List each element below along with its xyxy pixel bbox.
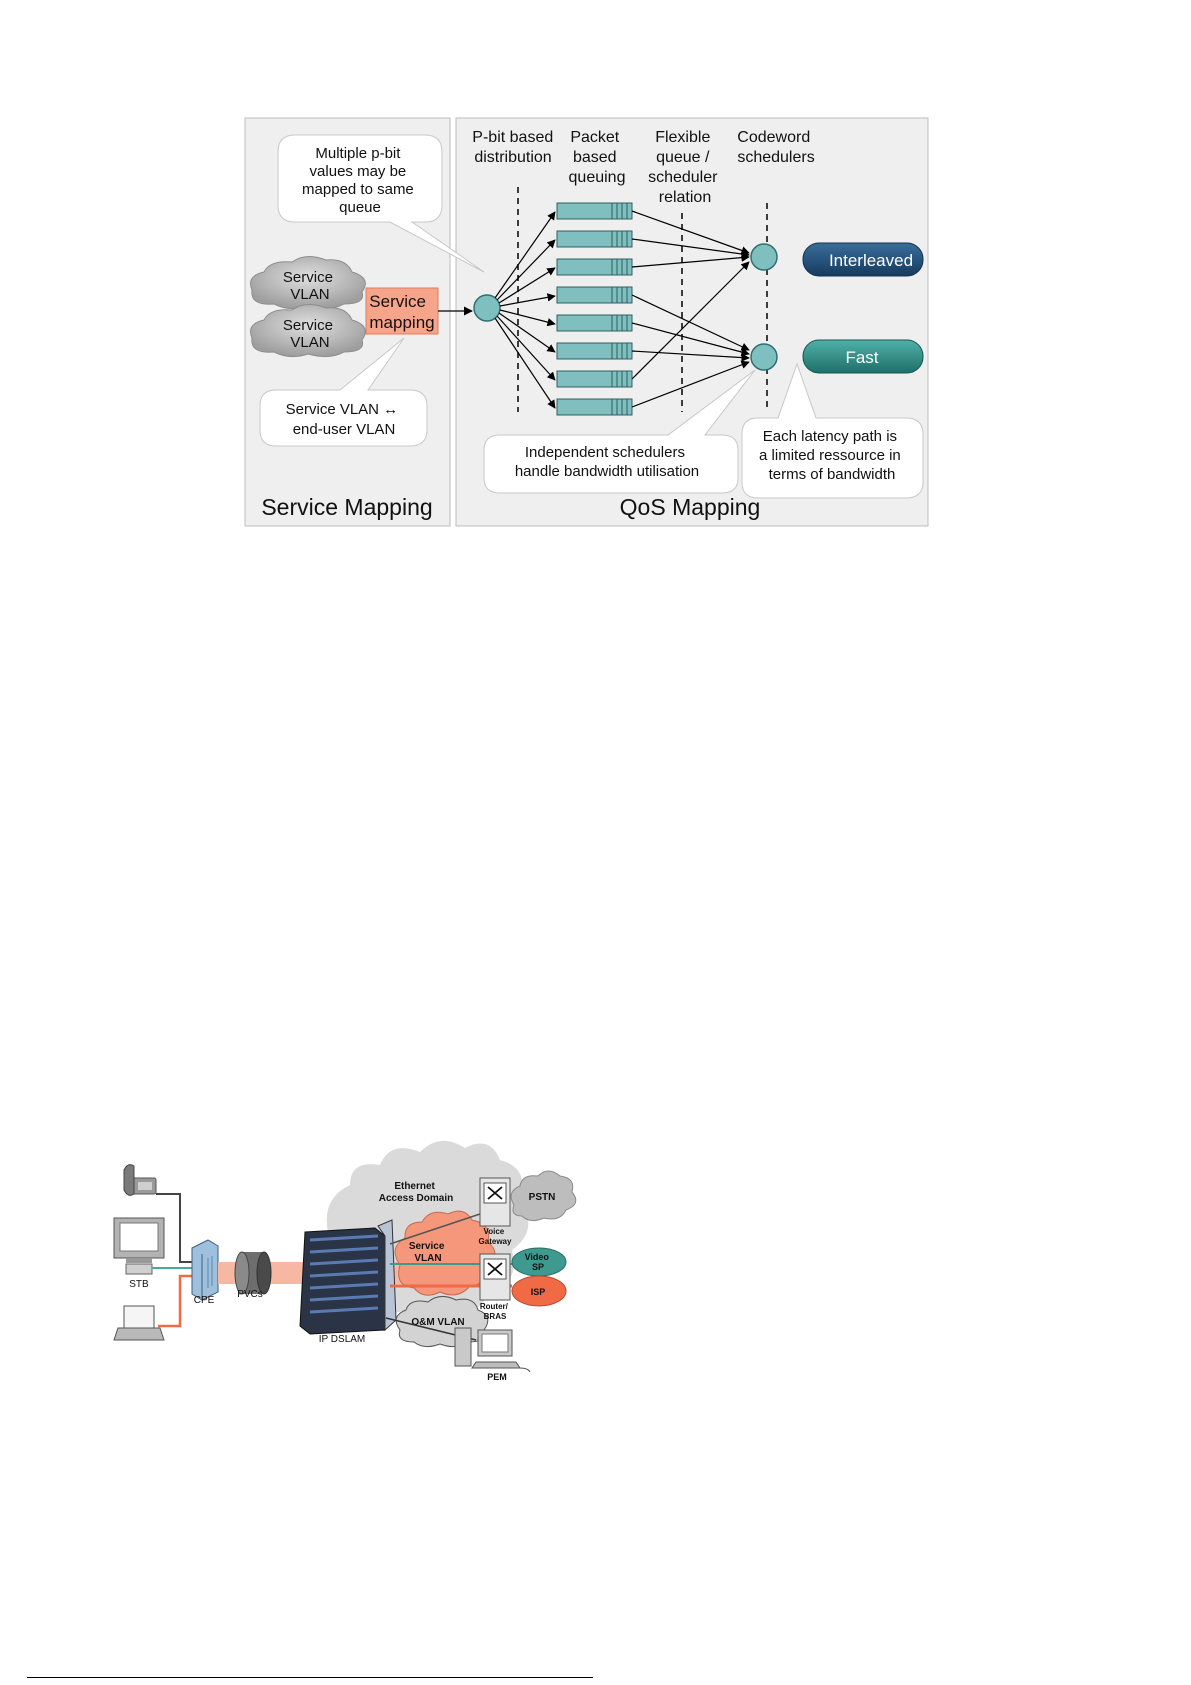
television-icon xyxy=(113,1217,165,1263)
service-vlan-cloud-1: Service VLAN xyxy=(250,256,366,310)
router-bras-icon xyxy=(479,1253,511,1301)
voice-gateway-label: Voice Gateway xyxy=(479,1227,512,1246)
packet-header: Packet based queuing xyxy=(569,129,626,186)
service-mapping-box-label: Service mapping xyxy=(369,292,434,332)
distribution-arrows xyxy=(494,211,556,409)
queue xyxy=(556,314,633,332)
vlan-map-callout xyxy=(259,337,428,447)
cpe-device-icon xyxy=(191,1239,219,1301)
queue xyxy=(556,286,633,304)
vlan-map-callout-text: Service VLAN ↔ end-user VLAN xyxy=(286,401,403,438)
multiple-pbit-callout xyxy=(277,134,485,273)
pem-label: PEM xyxy=(487,1372,507,1382)
phone-link xyxy=(156,1193,196,1263)
pvc-tunnel-icon xyxy=(234,1251,272,1295)
svg-text:Service VLAN: Service VLAN xyxy=(409,1241,447,1264)
interleaved-path: Interleaved xyxy=(802,242,924,277)
om-vlan-label: O&M VLAN xyxy=(411,1317,464,1328)
queue xyxy=(556,370,633,388)
telephone-icon xyxy=(123,1164,157,1196)
ip-dslam-label: IP DSLAM xyxy=(319,1334,366,1345)
ethernet-access-domain-label: Ethernet Access Domain xyxy=(379,1181,453,1204)
pstn-label: PSTN xyxy=(529,1192,556,1203)
queue-to-scheduler-arrows xyxy=(631,210,750,408)
flexible-header: Flexible queue / scheduler relation xyxy=(648,129,722,206)
voice-link xyxy=(389,1213,481,1245)
service-mapping-title: Service Mapping xyxy=(261,494,432,520)
codeword-header: Codeword schedulers xyxy=(737,129,814,166)
cpe-label: CPE xyxy=(194,1295,215,1306)
queue xyxy=(556,202,633,220)
network-figure: Ethernet Access Domain STB xyxy=(113,1140,577,1382)
multiple-pbit-callout-text: Multiple p-bit values may be mapped to s… xyxy=(302,145,418,216)
laptop-link xyxy=(158,1274,196,1328)
stb-label: STB xyxy=(129,1279,149,1290)
independent-callout xyxy=(483,369,756,494)
qos-mapping-title: QoS Mapping xyxy=(620,494,761,520)
pbit-header: P-bit based distribution xyxy=(472,129,557,166)
pvcs-label: PVCs xyxy=(237,1289,263,1300)
queue xyxy=(556,342,633,360)
queue xyxy=(556,398,633,416)
interleaved-label: Interleaved xyxy=(829,251,913,270)
service-vlan-cloud-2: Service VLAN xyxy=(250,304,366,358)
svg-text:Service VLAN: Service VLAN xyxy=(283,317,337,351)
footnote-rule xyxy=(27,1677,593,1678)
voice-gateway-icon xyxy=(479,1177,511,1227)
isp-label: ISP xyxy=(531,1287,546,1297)
service-vlan-cloud: Service VLAN xyxy=(394,1210,496,1296)
router-bras-label: Router/ BRAS xyxy=(480,1302,510,1321)
laptop-icon xyxy=(113,1305,165,1341)
independent-callout-text: Independent schedulers handle bandwidth … xyxy=(515,444,699,480)
set-top-box-icon xyxy=(125,1263,153,1275)
interleaved-scheduler-node xyxy=(750,243,778,271)
svg-text:Video SP: Video SP xyxy=(525,1252,552,1272)
fast-path: Fast xyxy=(802,339,924,374)
fast-label: Fast xyxy=(845,348,878,367)
svg-text:Service VLAN: Service VLAN xyxy=(283,269,337,303)
qos-figure: Service Mapping QoS Mapping P-bit based … xyxy=(244,117,929,527)
isp-cloud: ISP xyxy=(511,1275,567,1307)
video-sp-cloud: Video SP xyxy=(511,1247,567,1277)
pstn-cloud: PSTN xyxy=(510,1170,577,1222)
ip-dslam-rack-icon xyxy=(299,1219,397,1335)
queue xyxy=(556,258,633,276)
latency-callout-text: Each latency path is a limited ressource… xyxy=(759,428,905,483)
queue xyxy=(556,230,633,248)
latency-callout xyxy=(741,362,924,499)
pbit-distribution-node xyxy=(473,294,501,322)
pem-workstation-icon xyxy=(454,1327,531,1373)
fast-scheduler-node xyxy=(750,343,778,371)
service-mapping-box xyxy=(365,287,439,335)
